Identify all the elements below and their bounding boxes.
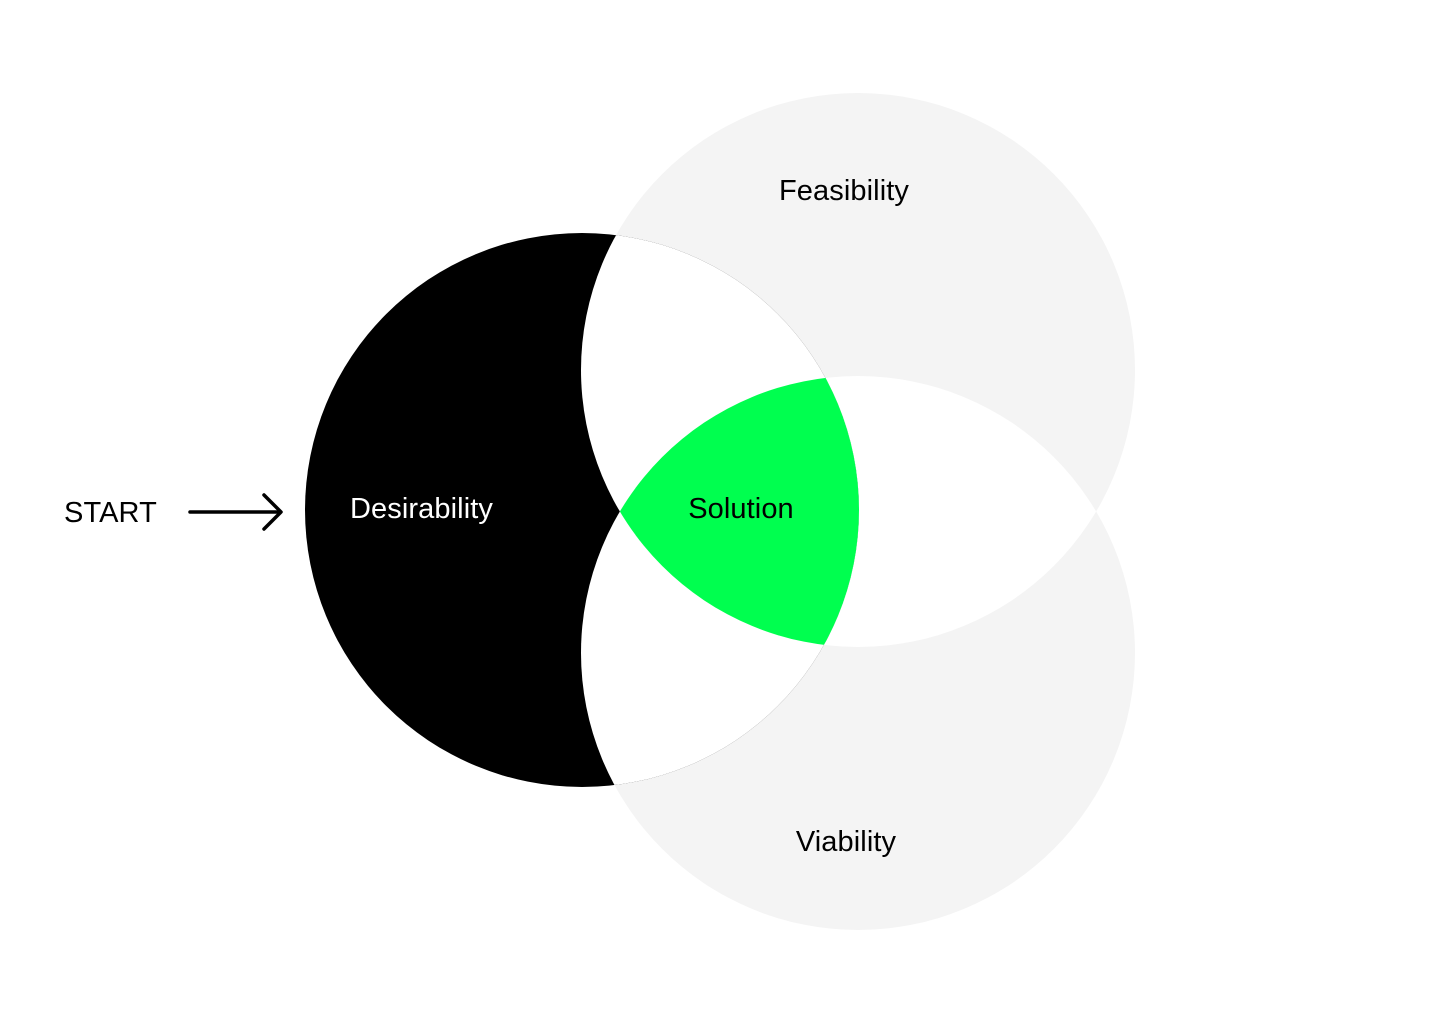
viability-label: Viability bbox=[796, 826, 897, 858]
arrow-right-icon bbox=[188, 493, 283, 531]
solution-overlap bbox=[581, 376, 859, 647]
start-label: START bbox=[64, 497, 157, 529]
feasibility-label: Feasibility bbox=[779, 175, 909, 207]
solution-label: Solution bbox=[688, 493, 794, 525]
desirability-label: Desirability bbox=[350, 493, 493, 525]
